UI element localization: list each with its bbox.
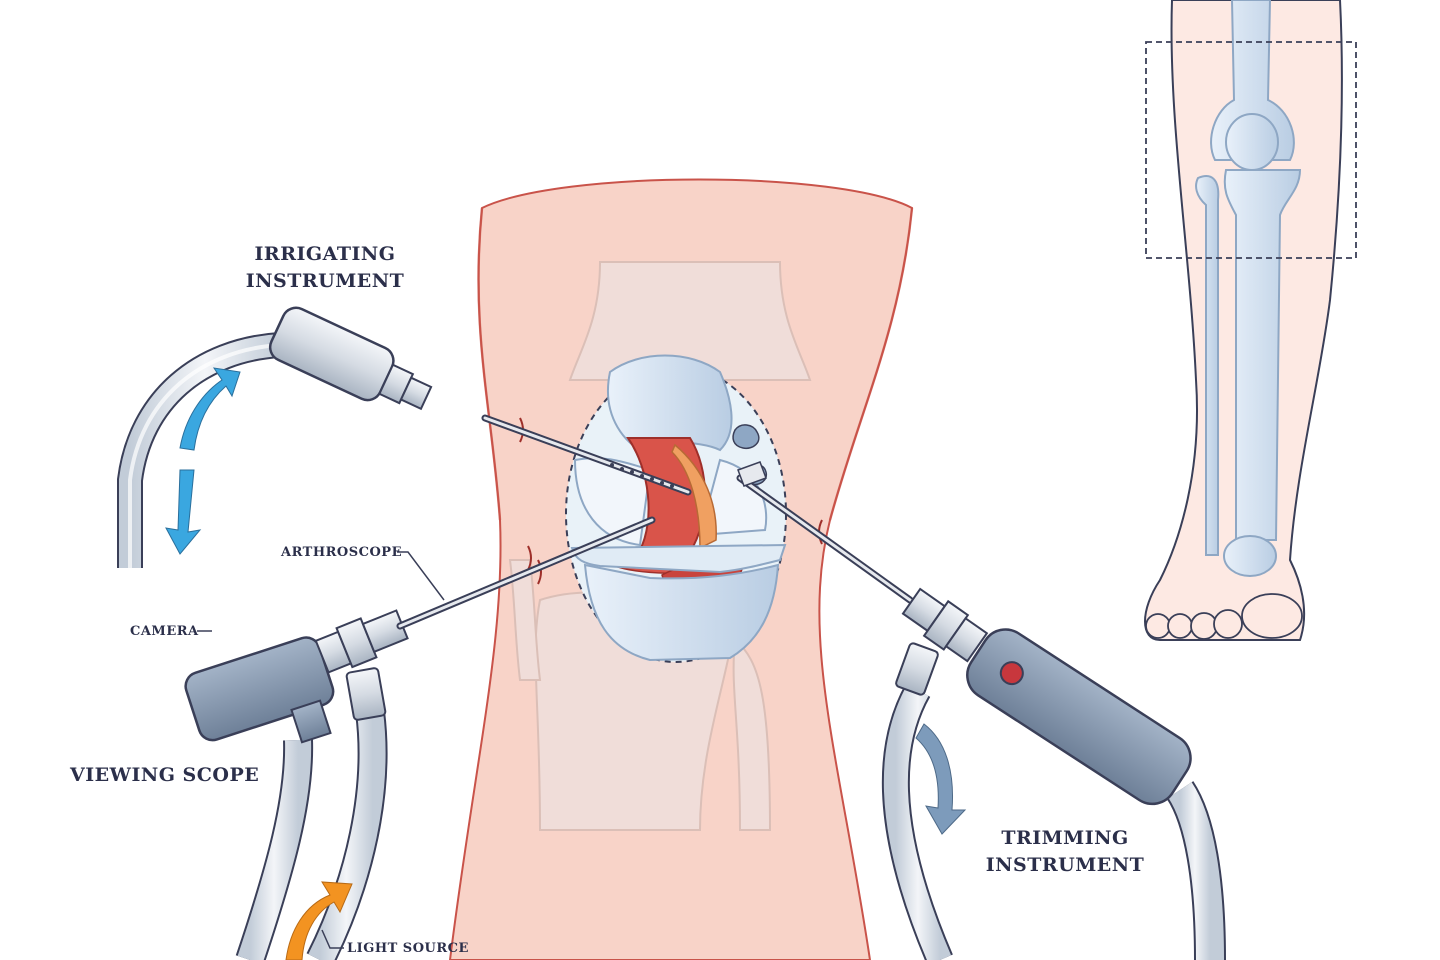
flow-arrow-orange — [285, 881, 353, 960]
irrigating-instrument-label: IRRIGATING INSTRUMENT — [230, 241, 420, 295]
viewing-scope — [184, 516, 656, 960]
arthroscope-label: ARTHROSCOPE — [281, 545, 402, 560]
trimming-label-line2: INSTRUMENT — [985, 854, 1145, 876]
trimming-instrument — [736, 461, 1226, 960]
femur-condyle — [607, 354, 733, 452]
flow-arrow-steel — [915, 723, 967, 835]
trimming-label-line1: TRIMMING — [1001, 827, 1129, 849]
irrigating-label-line2: INSTRUMENT — [245, 270, 405, 292]
irrigating-instrument — [117, 306, 692, 568]
syringe-handle-icon — [268, 306, 433, 411]
leader-lines — [197, 551, 445, 949]
leg-skeleton-icon — [1144, 0, 1357, 641]
flow-arrow-blue — [165, 367, 241, 555]
shaver-handle-icon — [966, 628, 1192, 806]
tibia-plateau — [570, 543, 787, 574]
camera-label: CAMERA — [130, 624, 199, 639]
trimming-instrument-label: TRIMMING INSTRUMENT — [975, 825, 1155, 879]
viewing-scope-label: VIEWING SCOPE — [70, 764, 260, 786]
knee — [448, 178, 914, 960]
light-source-label: LIGHT SOURCE — [347, 941, 469, 956]
power-button — [999, 661, 1024, 686]
zoom-region — [1145, 41, 1357, 259]
irrigating-label-line1: IRRIGATING — [254, 243, 396, 265]
